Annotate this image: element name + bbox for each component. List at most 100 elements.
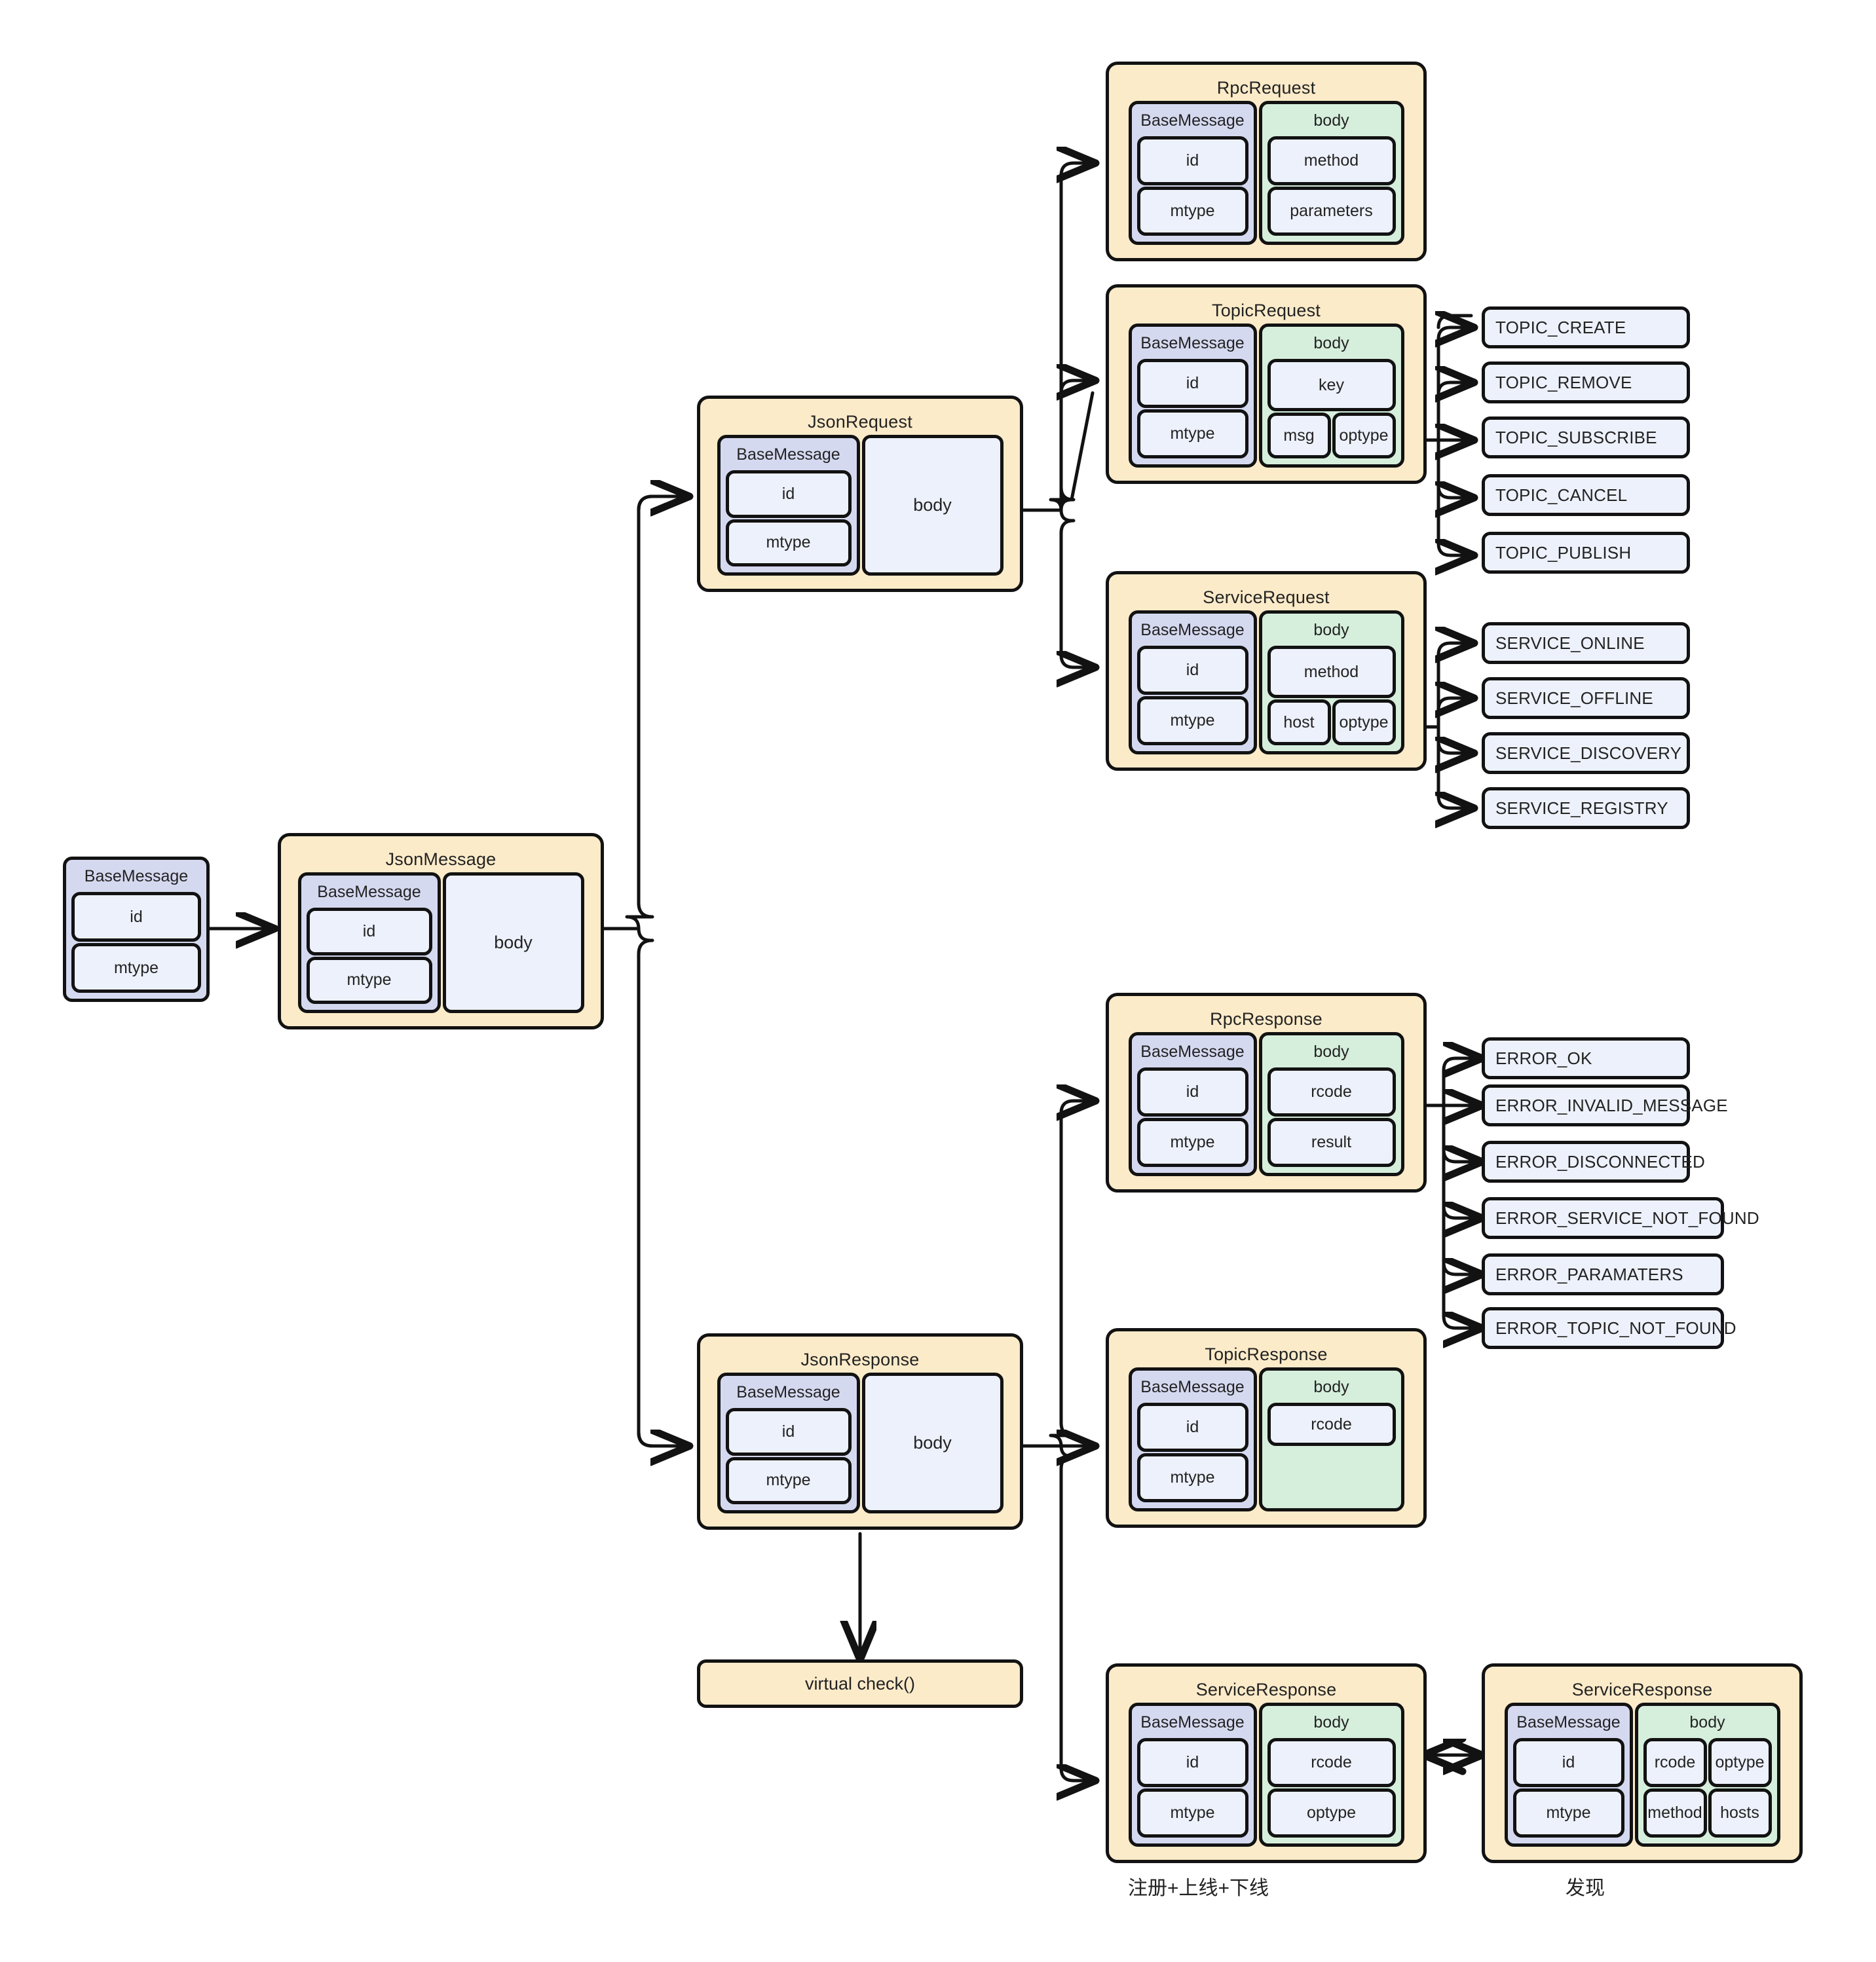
group-body[interactable]: body method parameters xyxy=(1258,101,1404,245)
enum-topic-create[interactable]: TOPIC_CREATE xyxy=(1482,306,1690,348)
field-method[interactable]: method xyxy=(1267,136,1396,185)
group-body[interactable]: body rcode xyxy=(1258,1367,1404,1511)
field-rcode[interactable]: rcode xyxy=(1643,1738,1707,1787)
field-id[interactable]: id xyxy=(725,470,852,518)
field-list: id mtype xyxy=(1136,359,1248,458)
field-hosts[interactable]: hosts xyxy=(1708,1788,1772,1838)
enum-service-online[interactable]: SERVICE_ONLINE xyxy=(1482,622,1690,664)
group-base-message[interactable]: BaseMessage id mtype xyxy=(1128,1703,1257,1847)
field-mtype[interactable]: mtype xyxy=(725,519,852,566)
field-optype[interactable]: optype xyxy=(1332,699,1396,745)
field-msg[interactable]: msg xyxy=(1267,413,1331,458)
field-key[interactable]: key xyxy=(1267,359,1396,411)
field-id[interactable]: id xyxy=(71,892,201,942)
group-title-body: body xyxy=(1313,1713,1349,1731)
group-title-base: BaseMessage xyxy=(736,445,840,464)
class-body: BaseMessage id mtype body rcode result xyxy=(1109,1032,1423,1189)
field-list: rcode xyxy=(1267,1403,1396,1446)
group-base-message[interactable]: BaseMessage id mtype xyxy=(1128,1367,1257,1511)
enum-error-paramaters[interactable]: ERROR_PARAMATERS xyxy=(1482,1253,1724,1295)
group-base-message[interactable]: BaseMessage id mtype xyxy=(1128,101,1257,245)
class-body: BaseMessage id mtype body xyxy=(281,872,601,1026)
enum-topic-cancel[interactable]: TOPIC_CANCEL xyxy=(1482,474,1690,516)
node-topic-response[interactable]: TopicResponse BaseMessage id mtype body … xyxy=(1106,1328,1427,1528)
group-base-message[interactable]: BaseMessage id mtype xyxy=(717,1373,860,1513)
enum-topic-remove[interactable]: TOPIC_REMOVE xyxy=(1482,361,1690,403)
node-json-request[interactable]: JsonRequest BaseMessage id mtype body xyxy=(697,396,1023,592)
field-mtype[interactable]: mtype xyxy=(1136,1118,1248,1167)
enum-service-discovery[interactable]: SERVICE_DISCOVERY xyxy=(1482,732,1690,774)
enum-error-topic-not-found[interactable]: ERROR_TOPIC_NOT_FOUND xyxy=(1482,1307,1736,1349)
group-title-base: BaseMessage xyxy=(736,1383,840,1401)
group-base-message[interactable]: BaseMessage id mtype xyxy=(1504,1703,1633,1847)
field-mtype[interactable]: mtype xyxy=(306,956,432,1004)
node-service-response-discovery[interactable]: ServiceResponse BaseMessage id mtype bod… xyxy=(1482,1663,1803,1863)
node-virtual-check[interactable]: virtual check() xyxy=(697,1659,1023,1708)
group-body[interactable]: body method host optype xyxy=(1258,610,1404,754)
node-json-response[interactable]: JsonResponse BaseMessage id mtype body xyxy=(697,1333,1023,1530)
group-base-message[interactable]: BaseMessage id mtype xyxy=(1128,324,1257,468)
enum-service-registry[interactable]: SERVICE_REGISTRY xyxy=(1482,787,1690,829)
field-id[interactable]: id xyxy=(1136,1067,1248,1117)
field-parameters[interactable]: parameters xyxy=(1267,187,1396,236)
enum-error-ok[interactable]: ERROR_OK xyxy=(1482,1037,1690,1079)
group-body[interactable]: body key msg optype xyxy=(1258,324,1404,468)
group-title-base: BaseMessage xyxy=(1140,1043,1245,1061)
enum-error-service-not-found[interactable]: ERROR_SERVICE_NOT_FOUND xyxy=(1482,1197,1759,1239)
field-rcode[interactable]: rcode xyxy=(1267,1403,1396,1446)
field-mtype[interactable]: mtype xyxy=(1136,1453,1248,1502)
class-title-service-request: ServiceRequest xyxy=(1203,587,1330,607)
field-body[interactable]: body xyxy=(861,435,1004,576)
node-rpc-response[interactable]: RpcResponse BaseMessage id mtype body rc… xyxy=(1106,993,1427,1193)
enum-topic-publish[interactable]: TOPIC_PUBLISH xyxy=(1482,532,1690,574)
field-list: id mtype xyxy=(306,908,432,1004)
node-service-request[interactable]: ServiceRequest BaseMessage id mtype body… xyxy=(1106,571,1427,771)
field-id[interactable]: id xyxy=(1136,1738,1248,1787)
field-id[interactable]: id xyxy=(725,1408,852,1456)
field-result[interactable]: result xyxy=(1267,1118,1396,1167)
field-mtype[interactable]: mtype xyxy=(1136,409,1248,458)
group-base-message[interactable]: BaseMessage id mtype xyxy=(717,435,860,576)
field-mtype[interactable]: mtype xyxy=(1136,696,1248,745)
field-row: host optype xyxy=(1267,699,1396,745)
field-rcode[interactable]: rcode xyxy=(1267,1067,1396,1117)
class-title-rpc-request: RpcRequest xyxy=(1216,78,1316,98)
field-mtype[interactable]: mtype xyxy=(1512,1788,1624,1838)
enum-service-offline[interactable]: SERVICE_OFFLINE xyxy=(1482,677,1690,719)
field-mtype[interactable]: mtype xyxy=(71,943,201,993)
field-id[interactable]: id xyxy=(1136,1403,1248,1452)
field-rcode[interactable]: rcode xyxy=(1267,1738,1396,1787)
field-id[interactable]: id xyxy=(1512,1738,1624,1787)
field-id[interactable]: id xyxy=(306,908,432,955)
field-optype[interactable]: optype xyxy=(1267,1788,1396,1838)
field-optype[interactable]: optype xyxy=(1708,1738,1772,1787)
field-body[interactable]: body xyxy=(442,872,584,1013)
enum-error-disconnected[interactable]: ERROR_DISCONNECTED xyxy=(1482,1141,1705,1183)
node-topic-request[interactable]: TopicRequest BaseMessage id mtype body k… xyxy=(1106,284,1427,484)
enum-error-invalid-message[interactable]: ERROR_INVALID_MESSAGE xyxy=(1482,1084,1728,1126)
group-base-message[interactable]: BaseMessage id mtype xyxy=(297,872,441,1013)
field-host[interactable]: host xyxy=(1267,699,1331,745)
enum-topic-subscribe[interactable]: TOPIC_SUBSCRIBE xyxy=(1482,416,1690,458)
field-optype[interactable]: optype xyxy=(1332,413,1396,458)
node-json-message[interactable]: JsonMessage BaseMessage id mtype body xyxy=(278,833,604,1029)
group-body[interactable]: body rcode optype method hosts xyxy=(1634,1703,1780,1847)
class-body: BaseMessage id mtype body rcode xyxy=(1109,1367,1423,1525)
group-body[interactable]: body rcode result xyxy=(1258,1032,1404,1176)
field-mtype[interactable]: mtype xyxy=(725,1456,852,1504)
field-method[interactable]: method xyxy=(1267,646,1396,698)
field-id[interactable]: id xyxy=(1136,359,1248,408)
node-base-message[interactable]: BaseMessage id mtype xyxy=(63,857,210,1002)
field-method[interactable]: method xyxy=(1643,1788,1707,1838)
field-id[interactable]: id xyxy=(1136,136,1248,185)
group-title-base: BaseMessage xyxy=(1140,621,1245,639)
field-mtype[interactable]: mtype xyxy=(1136,1788,1248,1838)
node-service-response-register[interactable]: ServiceResponse BaseMessage id mtype bod… xyxy=(1106,1663,1427,1863)
field-id[interactable]: id xyxy=(1136,646,1248,695)
group-body[interactable]: body rcode optype xyxy=(1258,1703,1404,1847)
group-base-message[interactable]: BaseMessage id mtype xyxy=(1128,610,1257,754)
field-mtype[interactable]: mtype xyxy=(1136,187,1248,236)
group-base-message[interactable]: BaseMessage id mtype xyxy=(1128,1032,1257,1176)
node-rpc-request[interactable]: RpcRequest BaseMessage id mtype body met… xyxy=(1106,62,1427,261)
field-body[interactable]: body xyxy=(861,1373,1004,1513)
